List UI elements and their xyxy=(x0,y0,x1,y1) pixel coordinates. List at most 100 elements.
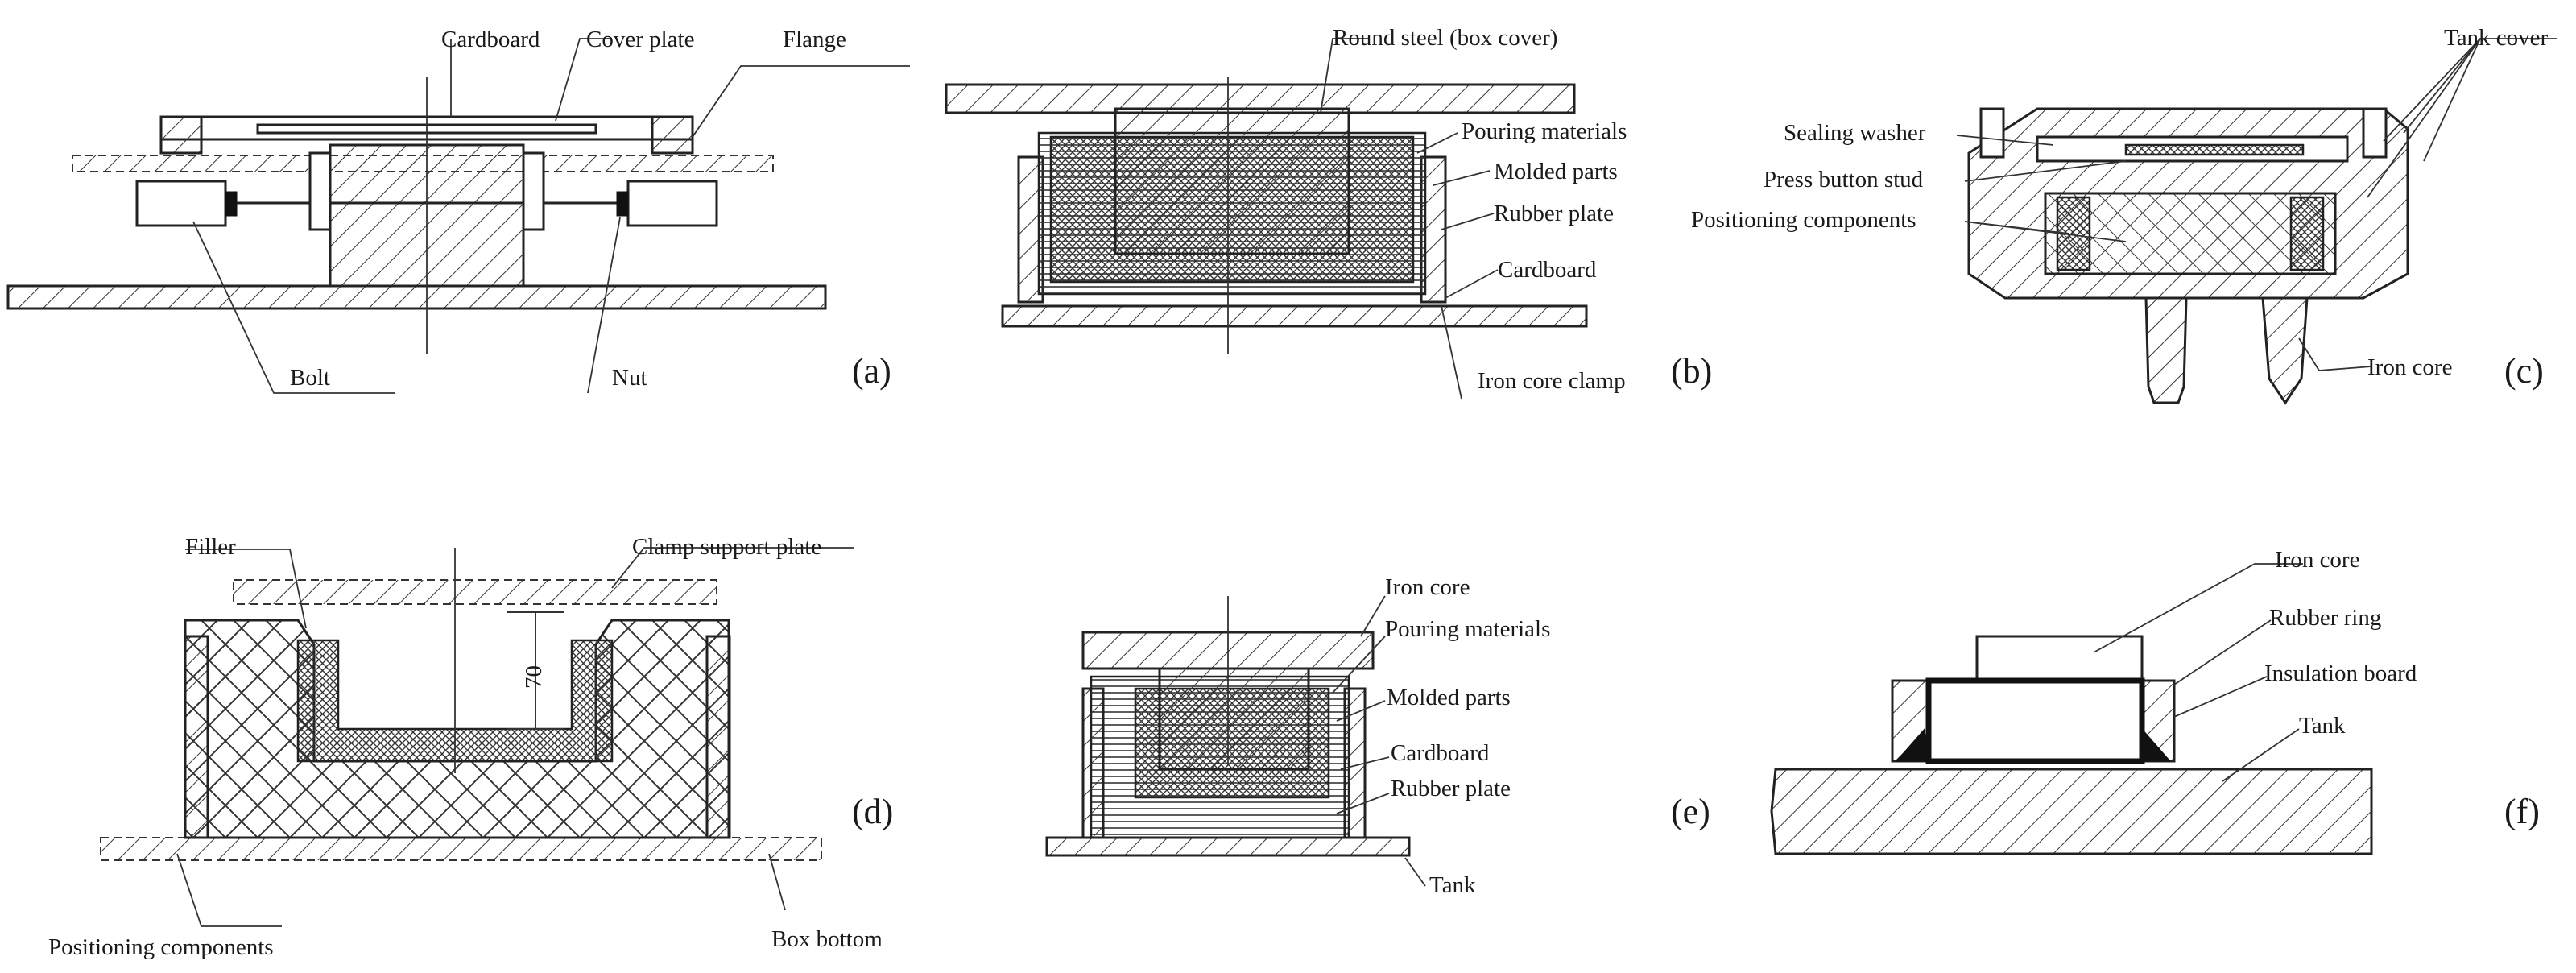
panel-d: Filler Clamp support plate 70 Positionin… xyxy=(48,534,893,960)
nut-right xyxy=(616,191,629,217)
label-rubber-b: Rubber plate xyxy=(1494,201,1614,226)
label-tank-e: Tank xyxy=(1429,872,1476,898)
side-wall-right xyxy=(705,635,731,839)
leader-rubber-b xyxy=(1441,213,1495,230)
block-right-cap xyxy=(522,151,545,231)
label-molded-b: Molded parts xyxy=(1494,159,1618,184)
center-block-b xyxy=(1114,107,1350,255)
leader-rubber-e xyxy=(1336,793,1390,814)
wall-left-e xyxy=(1081,687,1105,839)
panel-tag-a: (a) xyxy=(852,351,891,391)
label-iron-core-c: Iron core xyxy=(2367,354,2452,380)
label-tank-f: Tank xyxy=(2299,713,2346,739)
leader-pouring-e xyxy=(1332,636,1386,694)
bolt-left-c xyxy=(1979,107,2005,159)
panel-f: Iron core Rubber ring Insulation board T… xyxy=(1770,547,2540,855)
pos-right-c xyxy=(2289,196,2325,271)
positioning-liner xyxy=(296,639,614,763)
iron-core-right-leg xyxy=(2261,296,2309,405)
clamp-support-plate xyxy=(233,579,717,605)
box-bottom-plate xyxy=(100,837,822,861)
leader-insulation xyxy=(2173,676,2268,718)
panel-tag-d: (d) xyxy=(852,792,893,831)
label-positioning-d: Positioning components xyxy=(48,934,274,960)
label-rubber-e: Rubber plate xyxy=(1391,776,1511,801)
label-round-steel: Round steel (box cover) xyxy=(1333,25,1557,51)
leader-flange-a xyxy=(692,65,910,138)
label-cover-plate: Cover plate xyxy=(586,27,694,52)
left-housing xyxy=(135,180,227,227)
leader-clamp-b xyxy=(1441,305,1462,400)
leader-sealing xyxy=(1956,135,2054,146)
label-insulation-board: Insulation board xyxy=(2264,660,2417,686)
label-tank-cover: Tank cover xyxy=(2444,25,2549,51)
label-box-bottom: Box bottom xyxy=(771,926,883,952)
molded-e xyxy=(1158,667,1310,771)
base-plate-b xyxy=(1001,304,1588,328)
leader-nut-a xyxy=(587,217,621,394)
right-housing xyxy=(626,180,718,227)
leader-round-steel xyxy=(1320,38,1369,114)
label-nut: Nut xyxy=(612,365,647,391)
leader-filler xyxy=(185,549,307,629)
left-clamp xyxy=(159,115,203,155)
leader-molded-e xyxy=(1336,700,1386,722)
leader-box-bottom xyxy=(768,853,786,911)
side-wall-left xyxy=(184,635,209,839)
label-filler: Filler xyxy=(185,534,236,560)
leader-molded-b xyxy=(1433,170,1491,186)
nut-left xyxy=(225,191,238,217)
panel-a: Cardboard Cover plate Flange Bolt Nut (a… xyxy=(6,27,910,394)
leader-stud xyxy=(1964,160,2127,182)
leader-positioning-d xyxy=(176,853,282,927)
label-cardboard-e: Cardboard xyxy=(1391,740,1490,766)
label-molded-e: Molded parts xyxy=(1387,685,1511,710)
sealing-washer xyxy=(2124,143,2305,156)
leader-iron-core-c xyxy=(2298,337,2372,371)
label-iron-core-clamp: Iron core clamp xyxy=(1478,368,1626,394)
leader-tank-f xyxy=(2222,728,2300,782)
block-left-cap xyxy=(308,151,332,231)
leader-tank-cover-2 xyxy=(2403,38,2481,134)
leader-pouring-b xyxy=(1416,132,1458,154)
tank-slab-f xyxy=(1770,768,2373,855)
leader-clamp-support xyxy=(611,547,854,589)
right-clamp xyxy=(651,115,694,155)
leader-tank-cover-4 xyxy=(2367,38,2481,198)
leader-tank-cover-3 xyxy=(2423,38,2481,162)
panel-tag-e: (e) xyxy=(1671,792,1710,831)
panel-e: Iron core Pouring materials Molded parts… xyxy=(1045,574,1710,898)
iron-core-left-leg xyxy=(2144,296,2188,404)
leader-iron-core-f xyxy=(2093,563,2303,653)
label-bolt: Bolt xyxy=(290,365,330,391)
leader-iron-core-e xyxy=(1360,595,1386,637)
leader-cardboard-b xyxy=(1445,269,1499,299)
panel-tag-b: (b) xyxy=(1671,351,1712,391)
label-cardboard-a: Cardboard xyxy=(441,27,540,52)
label-flange: Flange xyxy=(783,27,846,52)
leader-cardboard-e xyxy=(1340,756,1390,770)
label-pouring-b: Pouring materials xyxy=(1462,118,1627,144)
label-dimension-70: 70 xyxy=(521,665,547,689)
insulation-board-outline xyxy=(1925,677,2145,764)
leader-pos-c2 xyxy=(1964,221,2127,242)
label-cardboard-b: Cardboard xyxy=(1498,257,1597,283)
leader-rubber-ring xyxy=(2173,619,2272,685)
leader-bolt-a xyxy=(192,221,395,394)
label-iron-core-e: Iron core xyxy=(1385,574,1470,600)
tank-plate-e xyxy=(1045,836,1411,857)
panel-tag-f: (f) xyxy=(2504,792,2540,831)
positioning-block-c xyxy=(2044,192,2337,275)
label-pouring-e: Pouring materials xyxy=(1385,616,1550,642)
weld-left-f xyxy=(1895,727,1929,762)
panel-tag-c: (c) xyxy=(2504,351,2544,391)
ground-slab xyxy=(6,284,827,310)
label-positioning-c: Positioning components xyxy=(1691,207,1916,233)
bolt-right-c xyxy=(2362,107,2388,159)
label-press-button-stud: Press button stud xyxy=(1764,167,1924,193)
weld-right-f xyxy=(2141,727,2172,762)
panel-c: Tank cover Sealing washer Press button s… xyxy=(1691,25,2557,405)
core-cavity-f xyxy=(1927,679,2144,763)
panel-b: Round steel (box cover) Pouring material… xyxy=(945,25,1712,400)
